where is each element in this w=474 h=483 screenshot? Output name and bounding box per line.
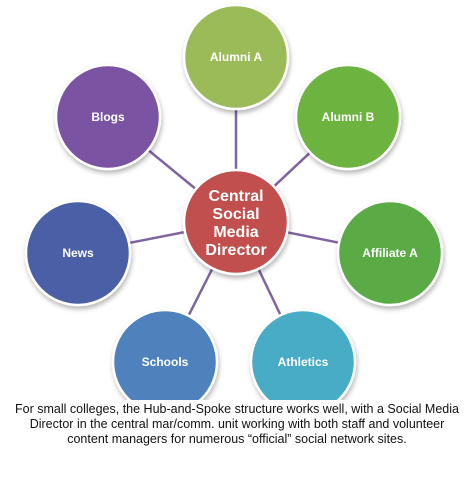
hub-circle (182, 168, 290, 276)
node-blogs: Blogs (54, 63, 162, 171)
nodes-layer: Alumni A Alumni B Affiliate A Athletics Scho… (24, 3, 444, 400)
node-circle-blogs (54, 63, 162, 171)
hub-label-line: Social (212, 206, 259, 223)
hub-label-line: Director (205, 242, 266, 259)
node-circle-schools (111, 308, 219, 400)
node-label-affiliate-a: Affiliate A (362, 246, 418, 260)
node-athletics: Athletics (249, 308, 357, 400)
node-circle-news (24, 199, 132, 307)
node-news: News (24, 199, 132, 307)
hub-label-line: Media (213, 224, 258, 241)
node-label-alumni-b: Alumni B (322, 110, 375, 124)
node-affiliate-a: Affiliate A (336, 199, 444, 307)
node-label-alumni-a: Alumni A (210, 50, 263, 64)
node-alumni-b: Alumni B (294, 63, 402, 171)
node-schools: Schools (111, 308, 219, 400)
node-circle-athletics (249, 308, 357, 400)
node-circle-alumni-a (182, 3, 290, 111)
figure-caption: For small colleges, the Hub-and-Spoke st… (15, 402, 459, 446)
node-alumni-a: Alumni A (182, 3, 290, 111)
node-label-athletics: Athletics (278, 355, 329, 369)
node-circle-affiliate-a (336, 199, 444, 307)
node-label-blogs: Blogs (91, 110, 125, 124)
node-label-schools: Schools (142, 355, 189, 369)
node-label-news: News (62, 246, 94, 260)
hub-and-spoke-diagram: Alumni A Alumni B Affiliate A Athletics Scho… (24, 3, 444, 400)
node-circle-alumni-b (294, 63, 402, 171)
hub-label-line: Central (208, 188, 263, 205)
